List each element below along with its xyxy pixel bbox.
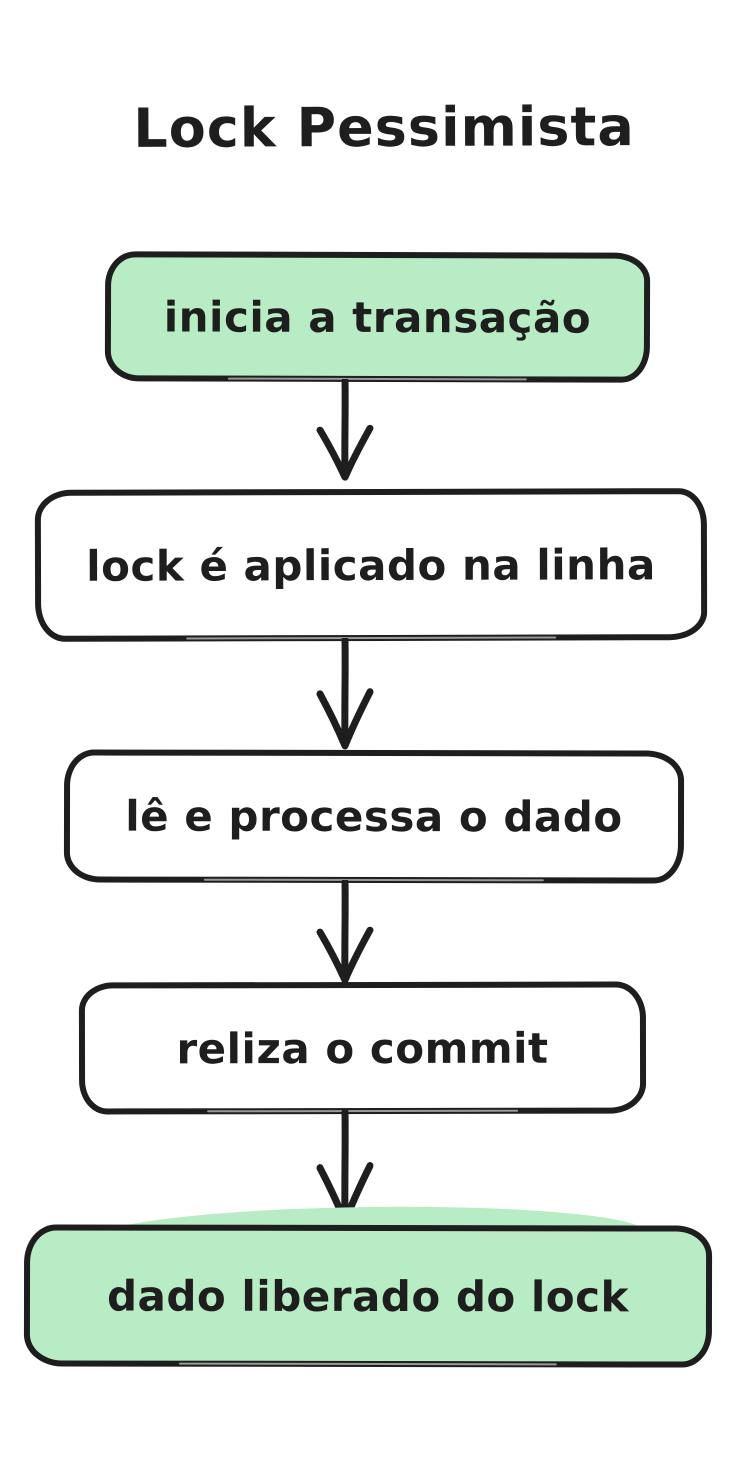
flow-node-lock-applied: lock é aplicado na linha xyxy=(34,488,708,642)
flow-node-start-label: inicia a transação xyxy=(163,291,592,343)
arrow-head xyxy=(316,424,374,481)
flow-node-read-process: lê e processa o dado xyxy=(63,749,685,884)
flow-node-release-label: dado liberado do lock xyxy=(106,1271,630,1321)
arrow-head xyxy=(316,688,374,750)
flow-node-start: inicia a transação xyxy=(104,251,651,383)
flow-node-lock-applied-label: lock é aplicado na linha xyxy=(86,539,656,591)
flow-node-commit: reliza o commit xyxy=(78,981,647,1115)
flow-node-commit-label: reliza o commit xyxy=(176,1023,549,1073)
arrow-down-1 xyxy=(316,379,374,481)
diagram-title: Lock Pessimista xyxy=(133,95,635,160)
flow-node-read-process-label: lê e processa o dado xyxy=(125,791,623,842)
arrow-down-3 xyxy=(316,880,374,984)
flow-node-release: dado liberado do lock xyxy=(23,1224,713,1368)
arrow-down-2 xyxy=(316,638,374,750)
arrow-head xyxy=(316,926,374,984)
